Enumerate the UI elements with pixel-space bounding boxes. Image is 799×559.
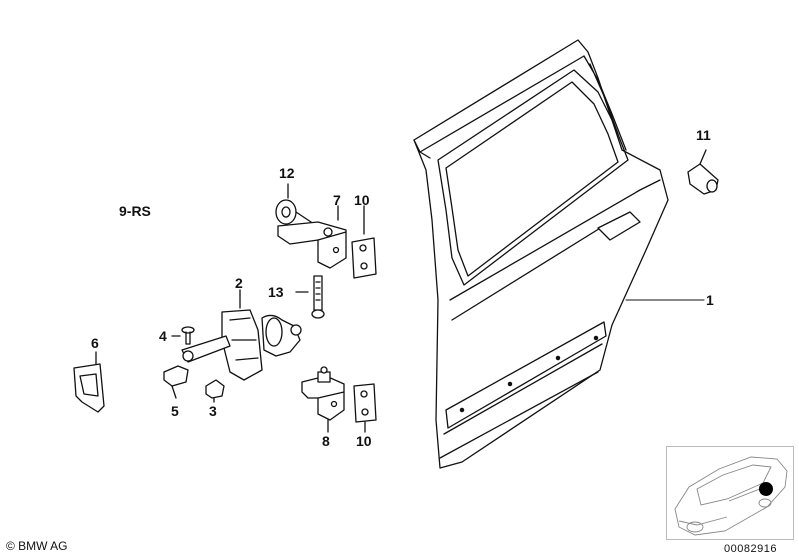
cover-cap-part — [73, 351, 105, 413]
callout-13: 13 — [268, 284, 284, 300]
window-inner — [445, 81, 619, 277]
drawing-number: 00082916 — [724, 543, 777, 555]
car-outline-icon — [674, 456, 788, 536]
window-frame-top — [413, 55, 585, 159]
callout-10-lower: 10 — [356, 433, 372, 449]
callout-6: 6 — [91, 335, 99, 351]
callout-10-upper: 10 — [354, 192, 370, 208]
upper-hinge-part — [277, 205, 347, 269]
grommet-part — [275, 183, 321, 229]
copyright-text: © BMW AG — [6, 539, 68, 553]
protective-strip — [445, 321, 607, 429]
door-pillar — [583, 55, 627, 151]
group-label: 9-RS — [119, 203, 151, 219]
window-opening — [437, 69, 629, 286]
callout-12: 12 — [279, 165, 295, 181]
door-sill-edge — [439, 371, 599, 459]
door-handle — [597, 211, 641, 241]
callout-1: 1 — [706, 292, 714, 308]
door-belt-line — [449, 179, 661, 301]
clip-part — [163, 365, 189, 399]
door-check-strap-part — [181, 289, 302, 381]
callout-2: 2 — [235, 275, 243, 291]
vehicle-location-inset — [666, 446, 794, 540]
location-marker-icon — [759, 482, 773, 496]
rear-door-shell — [413, 39, 669, 469]
door-panel-crease — [451, 221, 611, 321]
shim-plate-upper — [351, 205, 377, 279]
callout-7: 7 — [333, 192, 341, 208]
callout-8: 8 — [322, 433, 330, 449]
callout-5: 5 — [171, 403, 179, 419]
rubber-buffer-part — [687, 149, 719, 195]
lower-hinge-part — [301, 366, 345, 433]
callout-11: 11 — [696, 127, 711, 143]
hex-bolt-part — [205, 379, 225, 403]
screw-part — [171, 326, 195, 345]
callout-3: 3 — [209, 403, 217, 419]
shim-plate-lower — [353, 383, 377, 433]
callout-4: 4 — [159, 328, 167, 344]
bolt-part — [295, 275, 325, 319]
